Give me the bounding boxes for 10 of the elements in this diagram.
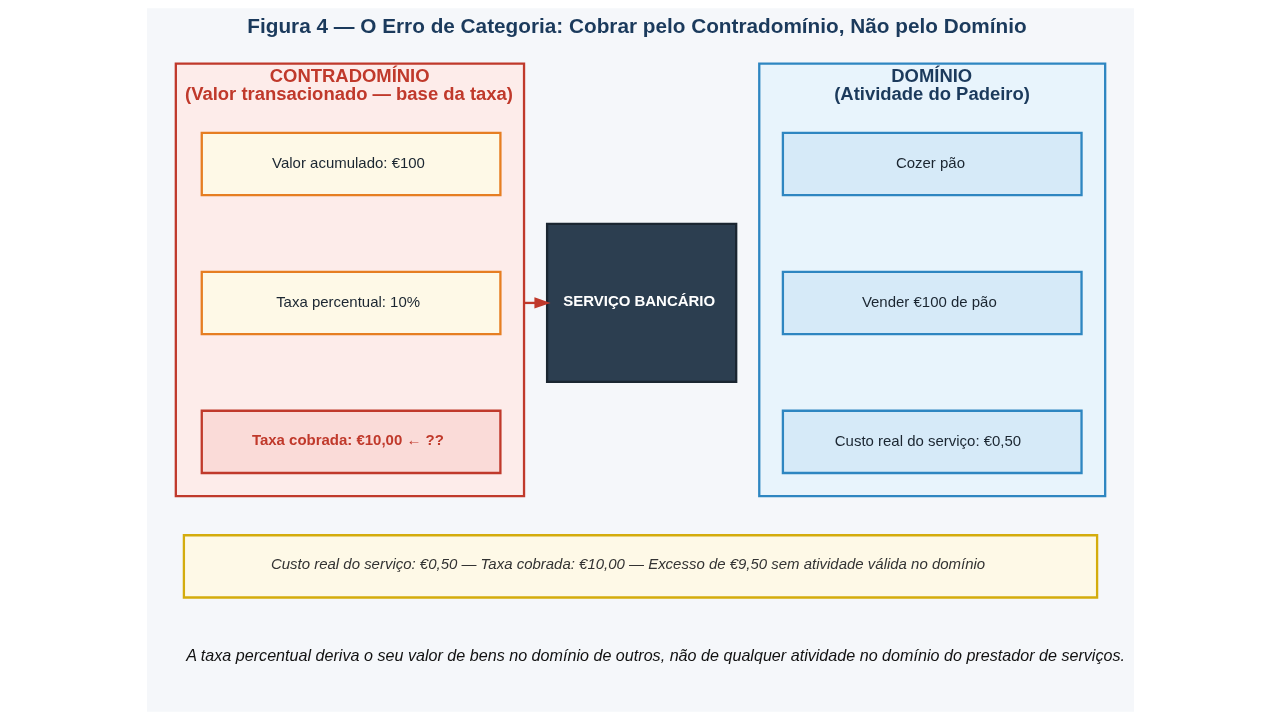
diagram-title: Figura 4 — O Erro de Categoria: Cobrar pelo Contradomínio, Não pelo Domínio	[246, 14, 1027, 37]
node-box: Valor acumulado: €100	[200, 131, 502, 197]
node-box: Taxa percentual: 10%	[200, 270, 502, 336]
node-box: Cozer pão	[781, 131, 1083, 197]
node-box: Custo real do serviço: €0,50	[781, 409, 1083, 475]
node-box: Vender €100 de pão	[781, 270, 1083, 336]
node-box: SERVIÇO BANCÁRIO	[545, 222, 737, 384]
node-box: Custo real do serviço: €0,50 — Taxa cobrada: €10,00 — Excesso de €9,50 sem atividade válida no domínio	[182, 534, 1098, 599]
node-box: Taxa cobrada: €10,00 ← ??	[200, 409, 502, 475]
caption: A taxa percentual deriva o seu valor de bens no domínio de outros, não de qualquer atividade no domínio do prestador de serviços.	[185, 645, 1125, 664]
